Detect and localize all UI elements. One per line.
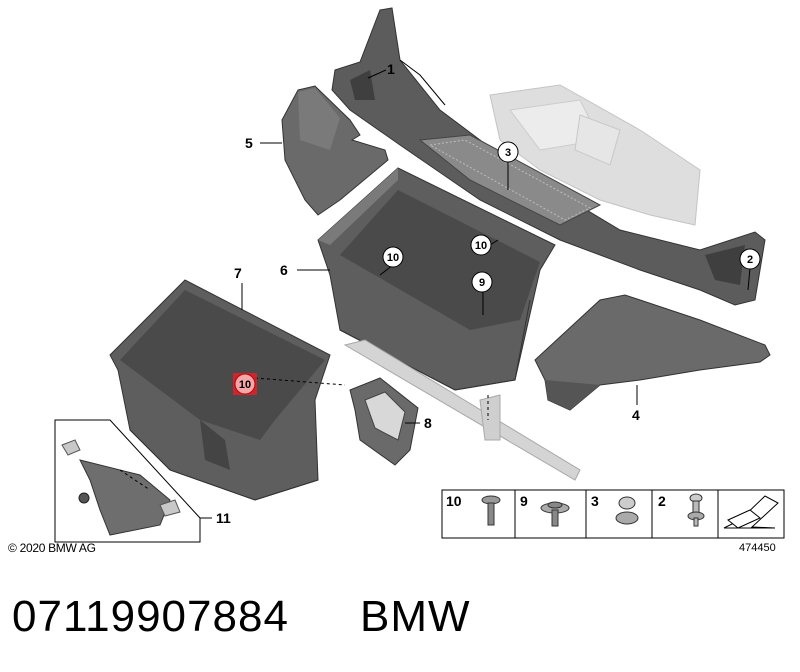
circled-callout-9: 9 bbox=[471, 271, 493, 293]
callout-5: 5 bbox=[245, 135, 253, 151]
circled-callout-10-highlighted[interactable]: 10 bbox=[233, 373, 257, 395]
side-trim-part-4 bbox=[534, 294, 771, 411]
inset-box-part-11 bbox=[54, 419, 201, 543]
legend-label-2: 2 bbox=[658, 493, 666, 509]
callout-1: 1 bbox=[387, 61, 395, 77]
screw-washer-icon bbox=[540, 501, 570, 527]
svg-text:10: 10 bbox=[387, 252, 399, 264]
circled-callout-3: 3 bbox=[497, 141, 519, 163]
circled-callout-2: 2 bbox=[739, 248, 761, 270]
callout-8: 8 bbox=[424, 415, 432, 431]
callout-6: 6 bbox=[280, 262, 288, 278]
legend-label-3: 3 bbox=[591, 493, 599, 509]
part-number: 07119907884 bbox=[12, 592, 289, 641]
drawing-number: 474450 bbox=[739, 542, 776, 554]
callout-11: 11 bbox=[216, 510, 231, 526]
fastener-legend: 10 9 3 2 bbox=[441, 489, 785, 539]
bracket-part-8 bbox=[349, 377, 419, 466]
expansion-rivet-icon bbox=[615, 496, 639, 525]
callout-7: 7 bbox=[234, 265, 242, 281]
svg-text:2: 2 bbox=[747, 254, 753, 266]
svg-text:10: 10 bbox=[239, 379, 251, 391]
direction-arrow-icon bbox=[723, 495, 779, 529]
callout-4: 4 bbox=[632, 407, 640, 423]
svg-text:9: 9 bbox=[479, 277, 485, 289]
ghost-bracket bbox=[489, 84, 701, 226]
svg-text:10: 10 bbox=[475, 240, 487, 252]
storage-box-part-7 bbox=[109, 279, 331, 501]
screw-icon bbox=[481, 495, 501, 526]
cowl-panel-part-1 bbox=[331, 7, 766, 306]
legend-label-9: 9 bbox=[520, 493, 528, 509]
support-rail bbox=[343, 339, 581, 481]
side-panel-part-5 bbox=[281, 85, 389, 216]
copyright-text: © 2020 BMW AG bbox=[8, 541, 96, 555]
storage-box-part-6 bbox=[317, 167, 556, 391]
push-clip-icon bbox=[687, 493, 705, 527]
legend-label-10: 10 bbox=[446, 493, 462, 509]
svg-text:3: 3 bbox=[505, 147, 511, 159]
circled-callout-10-a: 10 bbox=[470, 234, 492, 256]
circled-callout-10-b: 10 bbox=[382, 246, 404, 268]
brand-name: BMW bbox=[360, 592, 471, 641]
